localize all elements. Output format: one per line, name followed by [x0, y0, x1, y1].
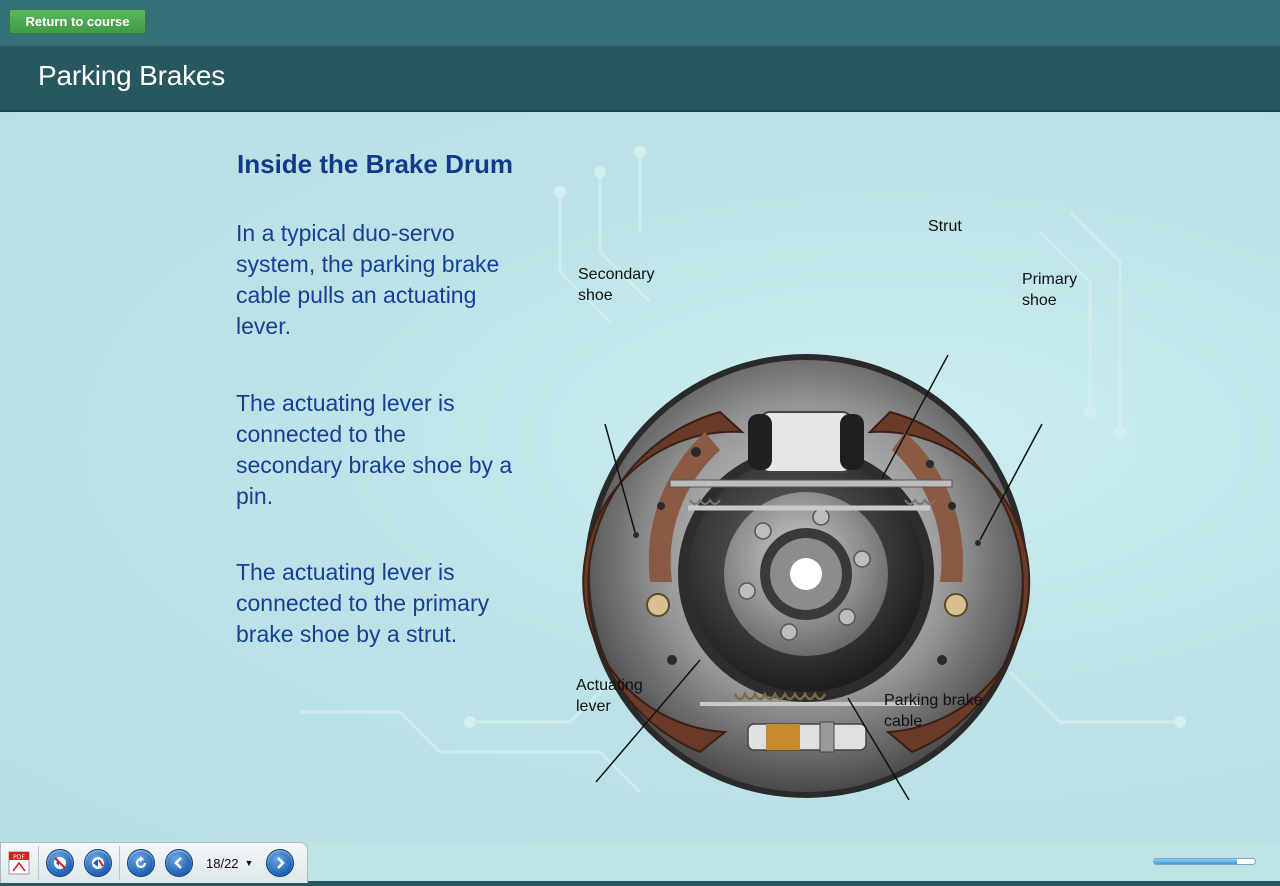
- callout-primary-shoe-line2: shoe: [1022, 292, 1057, 309]
- brake-drum-diagram: [582, 354, 1043, 801]
- toolbar-separator: [119, 846, 120, 880]
- callout-actuating-lever-line1: Actuating: [576, 677, 643, 694]
- callout-primary-shoe-line1: Primary: [1022, 271, 1078, 288]
- title-bar: Parking Brakes: [0, 46, 1280, 112]
- player-toolbar: PDF 18/22 ▼: [0, 842, 308, 883]
- audio-back-icon[interactable]: [84, 849, 112, 877]
- paragraph-3: The actuating lever is connected to the …: [236, 559, 490, 647]
- audio-off-icon[interactable]: [46, 849, 74, 877]
- top-bar: Return to course: [0, 0, 1280, 46]
- pdf-icon[interactable]: PDF: [7, 850, 31, 876]
- paragraph-1: In a typical duo-servo system, the parki…: [236, 220, 500, 339]
- callout-strut-text: Strut: [928, 218, 962, 235]
- return-to-course-button[interactable]: Return to course: [9, 9, 146, 34]
- next-icon[interactable]: [266, 849, 295, 877]
- page-title: Parking Brakes: [38, 60, 226, 91]
- bottom-edge: [0, 881, 1280, 886]
- chevron-down-icon: ▼: [244, 858, 254, 868]
- circuit-background: [300, 146, 1186, 794]
- course-progress-bar: [1153, 858, 1256, 865]
- callout-parking-cable-line1: Parking brake: [884, 692, 983, 709]
- page-counter-dropdown[interactable]: 18/22 ▼: [206, 856, 253, 871]
- slide-heading: Inside the Brake Drum: [237, 149, 513, 179]
- replay-icon[interactable]: [127, 849, 155, 877]
- previous-icon[interactable]: [165, 849, 193, 877]
- slide-content: Inside the Brake Drum In a typical duo-s…: [0, 112, 1280, 842]
- callout-actuating-lever: Actuating lever: [576, 675, 643, 717]
- callout-parking-cable-line2: cable: [884, 713, 923, 730]
- paragraph-2: The actuating lever is connected to the …: [236, 390, 513, 509]
- svg-text:PDF: PDF: [13, 854, 25, 861]
- callout-secondary-shoe-line2: shoe: [578, 287, 613, 304]
- callout-secondary-shoe-line1: Secondary: [578, 266, 655, 283]
- callout-parking-brake-cable: Parking brake cable: [884, 690, 983, 732]
- callout-strut: Strut: [928, 216, 962, 237]
- callout-secondary-shoe: Secondary shoe: [578, 264, 655, 306]
- page-counter: 18/22: [206, 855, 239, 871]
- callout-actuating-lever-line2: lever: [576, 698, 611, 715]
- course-progress-fill: [1154, 859, 1237, 864]
- callout-primary-shoe: Primary shoe: [1022, 269, 1077, 311]
- toolbar-separator: [38, 846, 39, 880]
